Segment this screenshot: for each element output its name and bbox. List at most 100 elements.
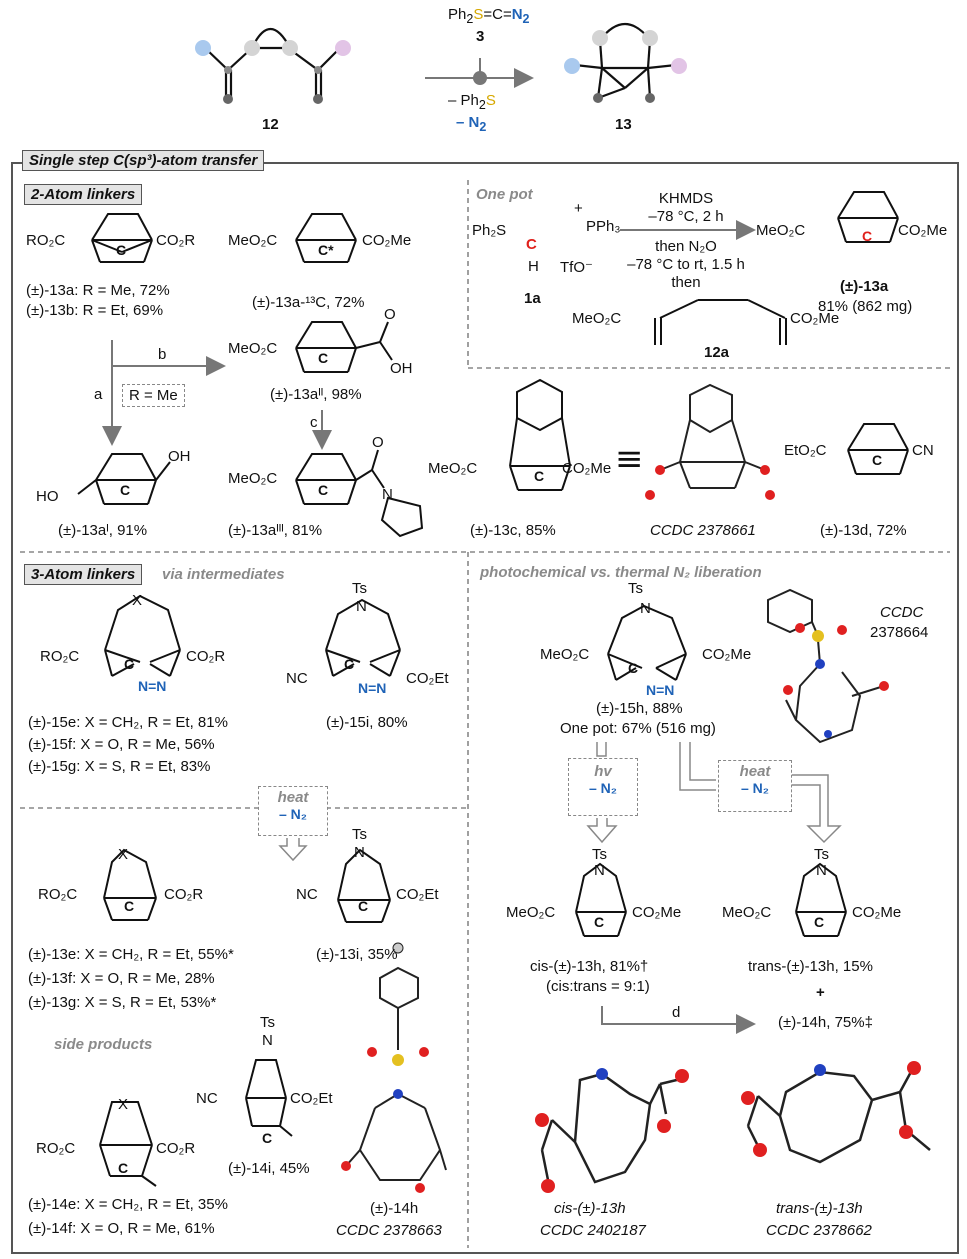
c13a-sub-left: RO₂C [26, 232, 66, 249]
hv-n2: – N₂ [588, 780, 617, 796]
acid-oh: OH [390, 360, 413, 377]
n-15h: N [640, 600, 651, 617]
svg-text:≡: ≡ [615, 439, 644, 479]
step-d: d [672, 1004, 681, 1021]
structure-13d [847, 423, 909, 475]
n-13i: N [354, 844, 365, 861]
panel-frame [11, 162, 959, 1254]
diol-oh: OH [168, 448, 191, 465]
n-14i: N [262, 1032, 273, 1049]
amide-o: O [372, 434, 384, 451]
n-text: N [511, 6, 523, 23]
c15h-sub-left: MeO₂C [540, 646, 590, 663]
c13c-sub-left: MeO₂C [428, 460, 478, 477]
n-trans: N [816, 862, 827, 879]
diene-left: MeO₂C [572, 310, 622, 327]
onepot-prod-yield: 81% (862 mg) [818, 298, 913, 315]
xray-trans-13h [746, 1069, 931, 1164]
step-b: b [158, 346, 167, 363]
c15e-label: (±)-15e: X = CH₂, R = Et, 81% [28, 714, 228, 731]
acid-label: (±)-13aᴵᴵ, 98% [270, 386, 362, 403]
structure-14i [245, 1059, 293, 1137]
step-c: c [310, 414, 318, 431]
ylide-number: 1a [524, 290, 541, 307]
r-me-box: R = Me [122, 384, 185, 407]
photo-header: photochemical vs. thermal N₂ liberation [480, 564, 762, 581]
c13i-sub-left: NC [296, 886, 318, 903]
structure-13aII [295, 321, 393, 373]
structure-13aIII [295, 449, 424, 538]
cond-3: then N₂O [655, 238, 717, 255]
c13c-sub-right: CO₂Me [562, 460, 612, 477]
c13d-label: (±)-13d, 72% [820, 522, 907, 539]
diol-ho: HO [36, 488, 59, 505]
amide-label: (±)-13aᴵᴵᴵ, 81% [228, 522, 323, 539]
ccdc-14h: CCDC 2378663 [336, 1222, 442, 1239]
c15h-label: (±)-15h, 88% [596, 700, 683, 717]
ts-trans: Ts [814, 846, 829, 863]
ccdc-15h-a: CCDC [880, 604, 924, 621]
loss-ph2s: – Ph2S [448, 92, 496, 112]
one-pot-header: One pot [476, 186, 533, 203]
heat-n2: – N₂ [740, 780, 769, 796]
structure-13a [91, 213, 153, 263]
heat-box-right: heat – N₂ [718, 760, 792, 812]
c13g-label: (±)-13g: X = S, R = Et, 53%* [28, 994, 217, 1011]
structure-13c [509, 378, 571, 491]
c14e-label: (±)-14e: X = CH₂, R = Et, 35% [28, 1196, 228, 1213]
two-atom-header: 2-Atom linkers [24, 184, 143, 205]
structure-13aI [77, 453, 171, 505]
cis-ratio: (cis:trans = 9:1) [546, 978, 650, 995]
c13f-label: (±)-13f: X = O, R = Me, 28% [28, 970, 215, 987]
ccdc-13c: CCDC 2378661 [650, 522, 756, 539]
xray-15h [767, 588, 885, 744]
loss-n2: – N2 [456, 114, 487, 134]
c13i-label: (±)-13i, 35% [316, 946, 398, 963]
cond-4: –78 °C to rt, 1.5 h [627, 256, 745, 273]
s-text: S [473, 6, 484, 23]
c13a-sub-right: CO₂R [156, 232, 196, 249]
onepot-prod-right: CO₂Me [898, 222, 948, 239]
structure-15h [607, 604, 687, 681]
c13i-sub-right: CO₂Et [396, 886, 439, 903]
trans-sub-right: CO₂Me [852, 904, 902, 921]
n2-left: – N₂ [278, 806, 307, 822]
general-scheme-12 [204, 28, 341, 98]
panel-header: Single step C(sp³)-atom transfer [22, 150, 265, 171]
blue-sphere [195, 40, 211, 56]
cis-sub-right: CO₂Me [632, 904, 682, 921]
heat-left: heat [277, 789, 309, 806]
ts-15h: Ts [628, 580, 643, 597]
diene-right: CO₂Me [790, 310, 840, 327]
loss-ph2s-text: – Ph [448, 92, 479, 109]
acid-o: O [384, 306, 396, 323]
cond-5: then [671, 274, 701, 291]
three-atom-header: 3-Atom linkers [24, 564, 143, 585]
c14f-label: (±)-14f: X = O, R = Me, 61% [28, 1220, 215, 1237]
c15-sub-right: CO₂R [186, 648, 226, 665]
cis-sub-left: MeO₂C [506, 904, 556, 921]
iso-sub-right: CO₂Me [362, 232, 412, 249]
c13b-label: (±)-13b: R = Et, 69% [26, 302, 164, 319]
side-products: side products [54, 1036, 153, 1053]
c15i-sub-left: NC [286, 670, 308, 687]
structure-13i [337, 848, 391, 923]
c15h-onepot: One pot: 67% (516 mg) [560, 720, 716, 737]
trans-label: trans-(±)-13h, 15% [748, 958, 873, 975]
structure-15e [104, 594, 181, 677]
structure-13e [103, 848, 157, 921]
cis-xray-label: cis-(±)-13h [554, 1200, 626, 1217]
n-cis: N [594, 862, 605, 879]
ts-14i: Ts [260, 1014, 275, 1031]
amide-n: N [382, 486, 393, 503]
loss-n2-text: – N [456, 114, 480, 131]
ph-text: Ph [448, 6, 467, 23]
hv-box: hv – N₂ [568, 758, 638, 816]
x-15: X [132, 592, 143, 609]
c15i-label: (±)-15i, 80% [326, 714, 408, 731]
amide-sub: MeO₂C [228, 470, 278, 487]
c13-sub-left: RO₂C [38, 886, 78, 903]
plus: + [816, 984, 825, 1001]
reagent-3: Ph2S=C=N2 [448, 6, 530, 26]
